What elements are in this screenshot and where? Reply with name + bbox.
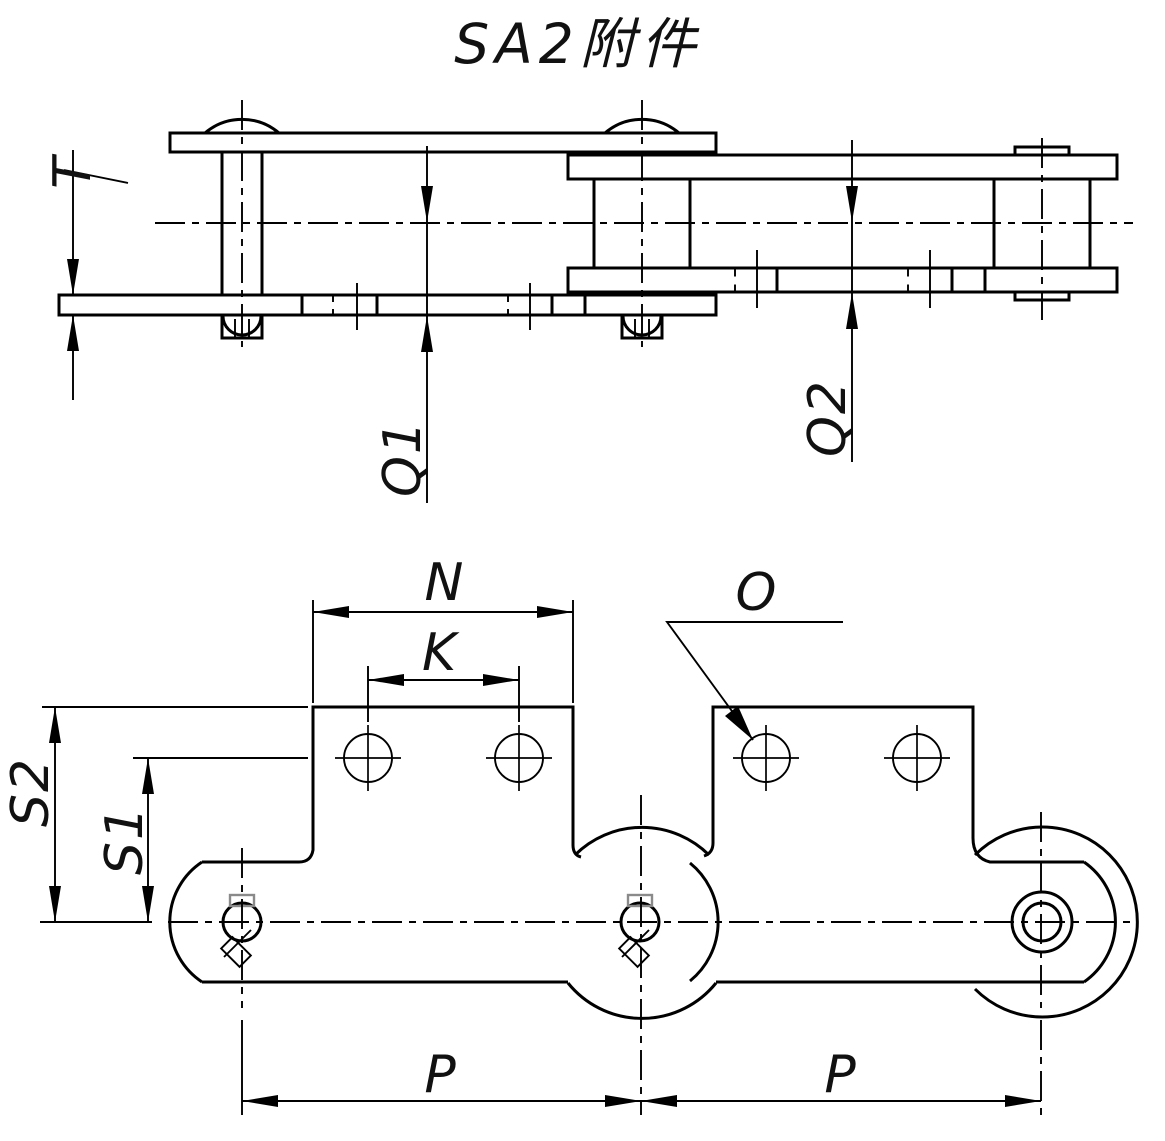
dim-label-P2: P — [824, 1045, 857, 1105]
dimension-S1: S1 — [95, 757, 308, 922]
dim-T-leader — [63, 169, 129, 184]
roller2-top-arc — [573, 825, 711, 857]
link2-top-plate — [566, 153, 1119, 181]
dim-P1-arrow-right — [605, 1095, 641, 1107]
profile-plate-outline — [168, 705, 1139, 1020]
dim-label-T: T — [43, 153, 103, 189]
dim-label-S2: S2 — [1, 757, 61, 827]
dim-N-lines — [312, 600, 574, 703]
dim-Q1-arrow-down — [421, 186, 433, 222]
side-view-chain-outline — [57, 117, 1119, 340]
dim-label-K: K — [422, 623, 460, 683]
link2-bottom-plate — [566, 266, 1119, 294]
dim-K-arrow-left — [368, 674, 404, 686]
dim-P2-arrow-left — [641, 1095, 677, 1107]
pin1-cotter — [219, 929, 253, 969]
dim-T-arrow-down — [67, 259, 79, 295]
hole-crosshairs — [335, 725, 950, 791]
profile-view: N K O S2 S1 — [1, 553, 1139, 1115]
dim-label-Q1: Q1 — [373, 419, 433, 497]
dim-S2-lines — [40, 706, 308, 923]
dim-K-arrow-right — [483, 674, 519, 686]
dim-S1-arrow-up — [142, 758, 154, 794]
side-view-centerlines — [155, 100, 1133, 347]
left-plate-cross-ticks — [356, 283, 531, 330]
right-plate-cross-ticks — [756, 250, 931, 308]
roller2-bottom-arc — [566, 982, 718, 1020]
dim-label-O: O — [736, 563, 779, 623]
pin2-cotter — [617, 929, 651, 969]
left-plate-dashed-ticks — [332, 295, 509, 315]
pin2-nub — [626, 893, 654, 908]
side-elevation-view: T Q1 Q2 — [43, 100, 1133, 503]
dim-label-N: N — [425, 553, 466, 613]
callout-O: O — [665, 563, 843, 741]
dimension-P: P P — [241, 1020, 1041, 1115]
dimension-S2: S2 — [1, 706, 308, 923]
dim-T-arrow-up — [67, 315, 79, 351]
link1-top-plate — [168, 131, 718, 154]
dim-P1-arrow-left — [242, 1095, 278, 1107]
dim-P2-arrow-right — [1005, 1095, 1041, 1107]
dim-S2-arrow-down — [49, 886, 61, 922]
pin2-end-circle — [619, 901, 661, 943]
dimension-Q1: Q1 — [373, 146, 433, 503]
callout-O-leader — [665, 621, 843, 741]
left-attachment-tab — [202, 705, 582, 864]
dimension-Q2: Q2 — [798, 140, 858, 462]
dim-S1-lines — [133, 757, 308, 922]
right-plate-dashed-ticks — [734, 268, 909, 292]
profile-pins — [219, 890, 1074, 969]
callout-O-arrow — [725, 706, 753, 740]
dim-label-S1: S1 — [95, 805, 155, 875]
dim-Q1-arrow-up — [421, 316, 433, 352]
attachment-holes — [335, 725, 950, 791]
plate-interruption-ticks — [300, 250, 987, 330]
drawing-title: SA2附件 — [454, 12, 702, 76]
dim-label-Q2: Q2 — [798, 379, 858, 457]
dim-N-arrow-left — [313, 606, 349, 618]
profile-centerlines — [168, 795, 1138, 1115]
dimension-T: T — [43, 150, 129, 400]
right-plate-dividers — [775, 268, 987, 292]
dimension-K: K — [367, 623, 520, 722]
dim-S2-arrow-up — [49, 707, 61, 743]
dim-S1-arrow-down — [142, 886, 154, 922]
dim-label-P1: P — [424, 1045, 457, 1105]
dim-Q2-arrow-down — [846, 186, 858, 222]
dimension-N: N — [312, 553, 574, 703]
link1-attachment-plate — [57, 293, 718, 317]
right-attachment-tab — [703, 705, 1084, 864]
dim-N-arrow-right — [537, 606, 573, 618]
dim-Q2-arrow-up — [846, 293, 858, 329]
left-plate-dividers — [300, 295, 587, 315]
